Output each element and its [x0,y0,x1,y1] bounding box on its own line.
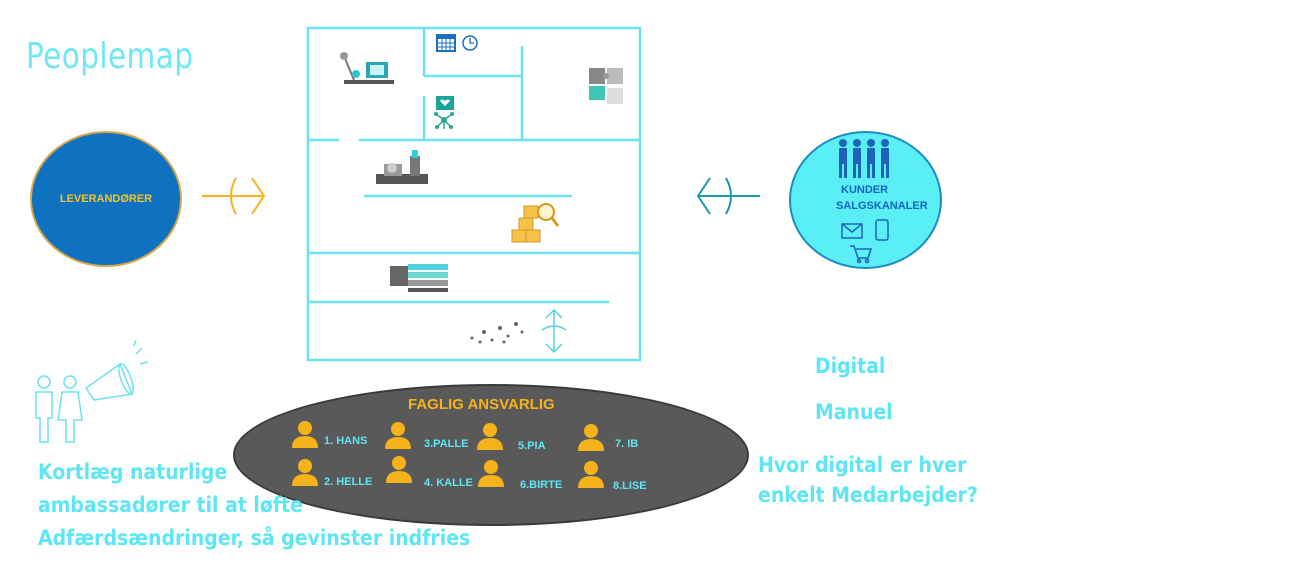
server-stack-icon [390,264,448,292]
heart-network-icon [434,96,454,129]
customer-circle [789,131,942,269]
calendar-icon [436,34,456,52]
person-icon [386,456,412,483]
ambassadors-text: Kortlæg naturlige ambassadører til at lø… [38,456,470,555]
supplier-circle: LEVERANDØRER [30,131,182,267]
person-icon [578,461,604,488]
question-text: Hvor digital er hver enkelt Medarbejder? [758,450,978,510]
person-icon [292,459,318,486]
responsible-title: FAGLIG ANSVARLIG [408,396,555,413]
person-label: 8.LISE [613,480,647,492]
person-label: 7. IB [615,438,639,450]
puzzle-icon [589,68,623,104]
machinery-icon [376,150,428,184]
channels-icon [841,219,889,264]
ambassadors-line: Adfærdsændringer, så gevinster indfries [38,526,471,550]
person-icon [478,460,504,487]
inventory-search-icon [511,203,560,243]
ambassadors-line: ambassadører til at løfte [38,493,303,517]
person-label: 1. HANS [324,435,368,447]
double-arrow-right-icon [696,177,760,215]
manual-label: Manuel [815,400,893,424]
office-desk-icon [340,52,394,84]
person-label: 6.BIRTE [520,479,563,491]
responsible-ellipse [233,384,749,526]
page-title: Peoplemap [26,36,194,77]
person-label: 3.PALLE [424,438,469,450]
person-icon [292,421,318,448]
cart-icon [850,245,873,259]
customer-label-line2: SALGSKANALER [836,200,928,212]
person-icon [477,423,503,450]
vertical-arrow-icon [541,308,567,354]
mail-icon [841,223,863,239]
supplier-label: LEVERANDØRER [59,193,153,205]
person-icon [578,424,604,451]
ambassadors-megaphone-icon [35,340,149,443]
double-arrow-left-icon [202,177,266,215]
customer-label-line1: KUNDER [841,184,889,196]
question-line: enkelt Medarbejder? [758,483,978,507]
question-line: Hvor digital er hver [758,453,967,477]
person-label: 5.PIA [518,440,546,452]
phone-icon [875,219,889,241]
clock-icon [462,35,478,51]
person-label: 2. HELLE [324,476,373,488]
people-group-icon [839,139,889,178]
scattered-items-icon [470,322,524,344]
ambassadors-line: Kortlæg naturlige [38,460,228,484]
person-label: 4. KALLE [424,477,473,489]
digital-label: Digital [815,354,886,378]
person-icon [385,422,411,449]
floor-plan [306,26,642,362]
